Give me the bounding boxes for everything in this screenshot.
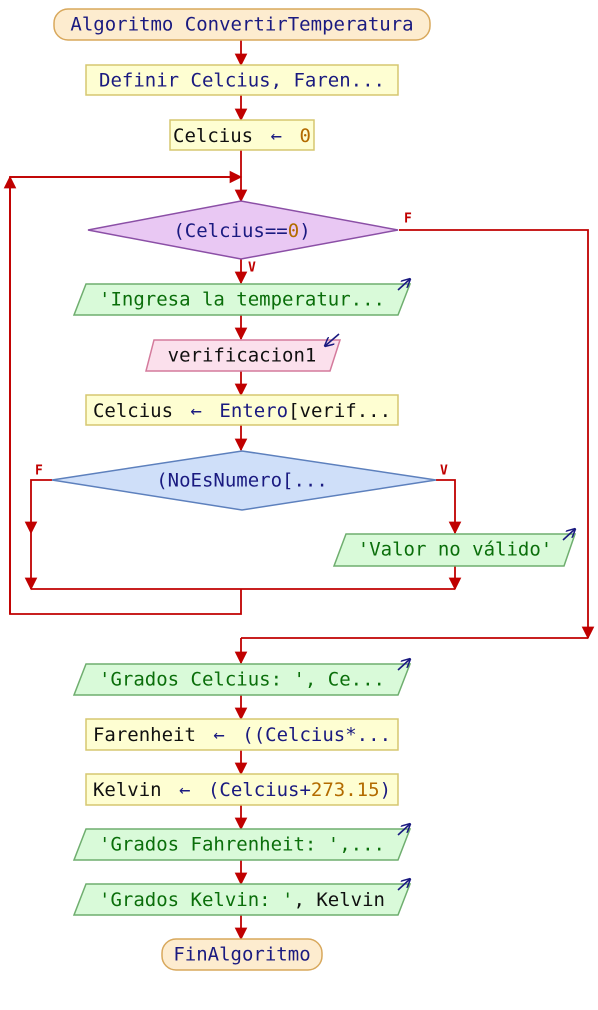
svg-text:(Celcius==0): (Celcius==0) (173, 220, 310, 242)
loop-decision: (Celcius==0) F V (87, 200, 412, 276)
read-input: verificacion1 (145, 333, 342, 372)
assign-faren-rest: ((Celcius*... (242, 724, 391, 746)
out-celcius-label: 'Grados Celcius: ', Ce... (99, 669, 385, 691)
start-terminal: Algoritmo ConvertirTemperatura (53, 8, 431, 41)
svg-text:Celcius ← Entero[v: Celcius ← Entero[verif... (93, 400, 391, 422)
output-arrow-icon (397, 824, 410, 836)
assign-init-value: 0 (299, 125, 310, 147)
assign-parse-var: Celcius (93, 400, 173, 422)
invalid-label: 'Valor no válido' (358, 539, 552, 561)
out-kelvin-rest: , Kelvin (293, 889, 385, 911)
assign-kelvin-open: (Celcius+ (208, 779, 311, 801)
loop-cond-value: 0 (288, 220, 299, 242)
assign-parse-func: Entero (219, 400, 288, 422)
assign-kelvin-close: ) (380, 779, 391, 801)
check-true-label: V (440, 464, 448, 479)
assign-parse-rest: [verif... (288, 400, 391, 422)
assign-faren-var: Farenheit (93, 724, 196, 746)
assign-kelvin-var: Kelvin (93, 779, 162, 801)
check-decision: (NoEsNumero[... V F (35, 450, 448, 511)
check-label: (NoEsNumero[... (156, 470, 328, 492)
loop-true-label: V (248, 261, 256, 276)
end-terminal: FinAlgoritmo (161, 938, 323, 971)
svg-text:Celcius ← 0: Celcius ← 0 (173, 125, 311, 147)
output-arrow-icon (397, 279, 410, 291)
assign-parse-process: Celcius ← Entero[verif... (85, 394, 399, 426)
svg-text:Kelvin ← (Celcius+: Kelvin ← (Celcius+273.15) (93, 779, 391, 801)
read-label: verificacion1 (168, 345, 317, 367)
assign-kelvin-process: Kelvin ← (Celcius+273.15) (85, 773, 399, 806)
out-kelvin-str: 'Grados Kelvin: ' (99, 889, 293, 911)
out-kelvin-output: 'Grados Kelvin: ', Kelvin (72, 879, 410, 916)
assign-init-process: Celcius ← 0 (169, 119, 315, 151)
loop-cond-close: ) (299, 220, 310, 242)
invalid-output: 'Valor no válido' (332, 529, 575, 567)
prompt-label: 'Ingresa la temperatur... (99, 289, 385, 311)
output-arrow-icon (397, 659, 410, 671)
loop-cond-open: (Celcius== (173, 220, 287, 242)
loop-false-label: F (404, 212, 412, 227)
check-false-label: F (35, 464, 43, 479)
output-arrow-icon (562, 529, 575, 541)
assign-faren-arrow: ← (213, 724, 224, 746)
connectors (3, 40, 595, 941)
out-celcius-output: 'Grados Celcius: ', Ce... (72, 659, 410, 696)
assign-init-var: Celcius (173, 125, 253, 147)
assign-parse-arrow: ← (191, 400, 202, 422)
define-label: Definir Celcius, Faren... (99, 70, 385, 92)
out-faren-label: 'Grados Fahrenheit: ',... (99, 834, 385, 856)
define-process: Definir Celcius, Faren... (85, 64, 399, 96)
out-faren-output: 'Grados Fahrenheit: ',... (72, 824, 410, 861)
svg-text:'Grados Kelvin: ', Kelvin: 'Grados Kelvin: ', Kelvin (99, 889, 385, 911)
input-arrow-icon (325, 333, 340, 346)
output-arrow-icon (397, 879, 410, 891)
end-label: FinAlgoritmo (173, 944, 310, 966)
start-label: Algoritmo ConvertirTemperatura (70, 14, 413, 36)
svg-text:Farenheit ← ((Celc: Farenheit ← ((Celcius*... (93, 724, 391, 746)
assign-faren-process: Farenheit ← ((Celcius*... (85, 718, 399, 751)
assign-kelvin-value: 273.15 (311, 779, 380, 801)
assign-kelvin-arrow: ← (179, 779, 190, 801)
assign-arrow: ← (271, 125, 282, 147)
prompt-output: 'Ingresa la temperatur... (72, 279, 410, 316)
